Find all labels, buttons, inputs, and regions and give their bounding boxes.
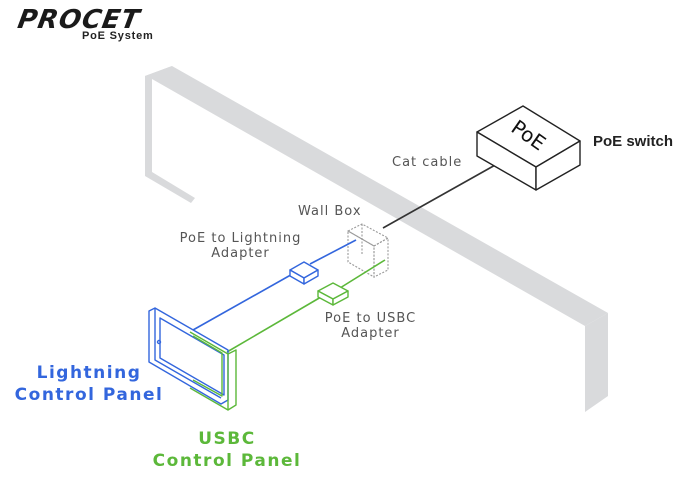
lightning-panel-label: Lightning Control Panel <box>14 362 164 406</box>
lightning-cable-to-box <box>309 239 357 265</box>
logo-tagline: PoE System <box>82 30 154 42</box>
lightning-adapter-icon <box>289 261 319 285</box>
poe-switch-label: PoE switch <box>593 133 674 150</box>
lightning-adapter-label-line1: PoE to Lightning <box>179 231 302 246</box>
poe-switch-icon <box>476 105 581 191</box>
wall <box>145 66 608 412</box>
usbc-adapter-icon <box>317 282 349 306</box>
cat-cable <box>382 163 498 229</box>
wall-top-beam <box>145 66 608 326</box>
usbc-panel-label: USBC Control Panel <box>152 428 302 472</box>
wall-left-post <box>145 66 195 203</box>
usbc-panel-icon <box>189 331 237 411</box>
lightning-adapter-label: PoE to Lightning Adapter <box>168 231 313 261</box>
usbc-panel-label-line2: Control Panel <box>152 451 302 471</box>
wall-box-icon <box>346 223 390 278</box>
usbc-adapter-label-line1: PoE to USBC <box>324 311 417 326</box>
wall-right-post <box>585 313 608 412</box>
usbc-panel-label-line1: USBC <box>198 429 256 449</box>
lightning-adapter-label-line2: Adapter <box>211 246 270 261</box>
usbc-adapter-label: PoE to USBC Adapter <box>308 311 433 341</box>
usbc-cable <box>226 296 322 353</box>
lightning-cable <box>192 271 297 331</box>
wall-box-label: Wall Box <box>298 204 362 219</box>
usbc-cable-to-box <box>339 259 386 289</box>
lightning-panel-label-line2: Control Panel <box>14 385 164 405</box>
usbc-adapter-label-line2: Adapter <box>341 326 400 341</box>
lightning-panel-label-line1: Lightning <box>36 363 142 383</box>
cat-cable-label: Cat cable <box>392 155 463 170</box>
